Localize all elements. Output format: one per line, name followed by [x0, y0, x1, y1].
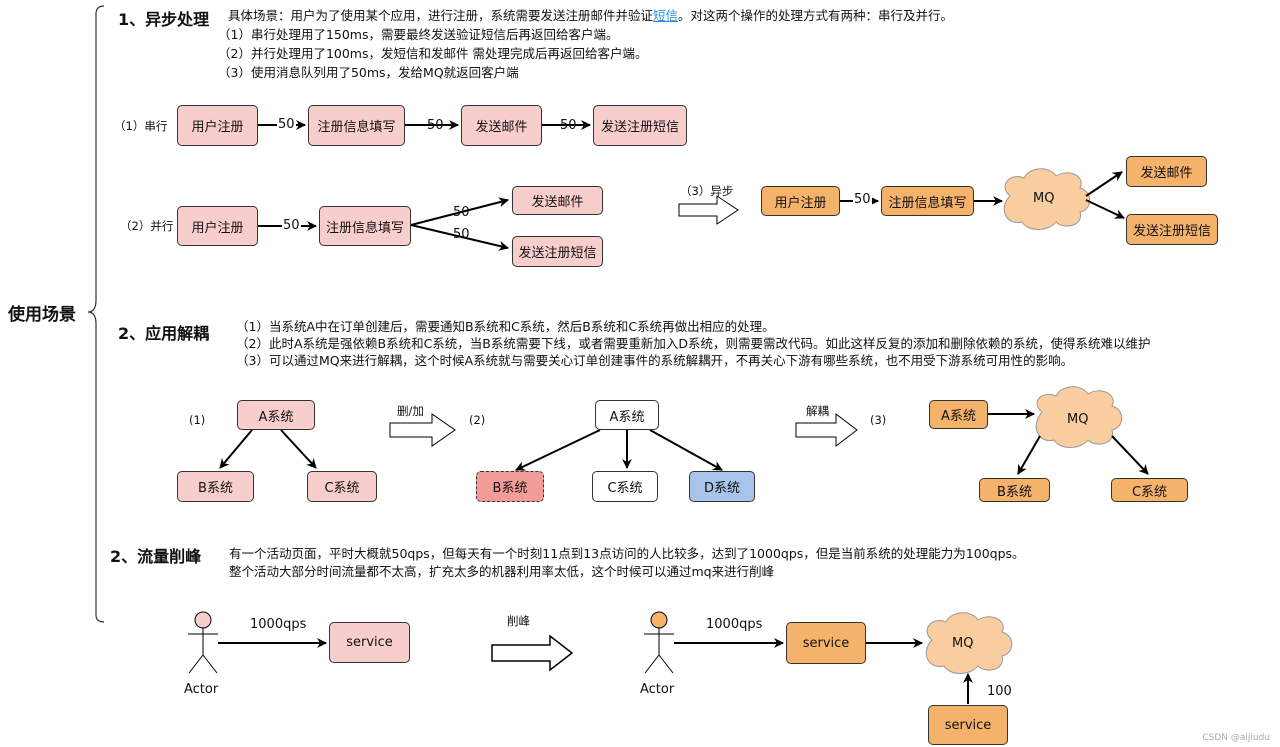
peak-line-2: 整个活动大部分时间流量都不太高，扩充太多的机器利用率太低，这个时候可以通过mq来…	[229, 564, 775, 579]
mq-edge-3	[1085, 171, 1123, 197]
d2-label: (2)	[469, 413, 486, 427]
d3-node-b: B系统	[979, 478, 1050, 502]
async-point-1: （1）串行处理用了150ms，需要最终发送验证短信后再返回给客户端。	[218, 27, 619, 42]
peak-mq: MQ	[952, 636, 974, 651]
d2-node-b: B系统	[476, 471, 544, 502]
d1-label: (1)	[189, 413, 206, 427]
root-title: 使用场景	[8, 305, 76, 325]
parallel-node-send-sms: 发送注册短信	[512, 236, 603, 267]
peak-right-rate: 1000qps	[706, 617, 763, 632]
d1-node-a: A系统	[237, 400, 315, 430]
peak-right-service: service	[786, 622, 866, 664]
peak-section-title: 2、流量削峰	[110, 547, 202, 566]
mq-edge-4	[1085, 199, 1125, 219]
d3-edge-mqb	[1017, 435, 1041, 475]
serial-edge-label-3: 50	[560, 118, 577, 133]
mq-node-fill-info: 注册信息填写	[881, 186, 974, 216]
decouple-point-3: （3）可以通过MQ来进行解耦，这个时候A系统就与需要关心订单创建事件的系统解耦开…	[236, 353, 1074, 368]
actor-right-figure	[644, 611, 674, 674]
decouple-point-1: （1）当系统A中在订单创建后，需要通知B系统和C系统，然后B系统和C系统再做出相…	[236, 319, 775, 334]
mq-node-send-sms: 发送注册短信	[1126, 214, 1218, 245]
parallel-label: （2）并行	[120, 219, 174, 233]
parallel-node-register: 用户注册	[177, 206, 258, 246]
d1-edge-ac	[280, 429, 317, 469]
d2-node-d: D系统	[689, 471, 755, 502]
serial-edge-label-1: 50	[277, 117, 296, 132]
peak-left-rate: 1000qps	[250, 617, 307, 632]
actor-left-figure	[188, 611, 218, 674]
d2-node-c: C系统	[592, 471, 658, 502]
async-mq-label: （3）异步	[680, 184, 734, 198]
mq-node-register: 用户注册	[761, 186, 840, 216]
mq-node-send-email: 发送邮件	[1126, 156, 1207, 187]
parallel-node-fill-info: 注册信息填写	[319, 206, 411, 246]
peak-hollow-arrow	[491, 634, 574, 672]
async-intro-text-2: 。对这两个操作的处理方式有两种：串行及并行。	[678, 8, 954, 23]
peak-left-service: service	[329, 622, 410, 663]
parallel-edge-label-2: 50	[453, 205, 470, 220]
sms-link[interactable]: 短信	[653, 8, 679, 23]
peak-arrow-label: 削峰	[507, 614, 530, 628]
serial-node-send-sms: 发送注册短信	[593, 105, 687, 146]
d1-node-b: B系统	[177, 471, 254, 502]
d3-edge-mqc	[1111, 435, 1149, 475]
d1-edge-ab	[219, 429, 253, 469]
mq-node-mq: MQ	[1033, 191, 1055, 206]
peak-consumer-rate: 100	[987, 684, 1012, 699]
async-point-2: （2）并行处理用了100ms，发短信和发邮件 需处理完成后再返回给客户端。	[218, 46, 648, 61]
d3-label: (3)	[870, 413, 887, 427]
mq-edge-label-1: 50	[853, 192, 872, 207]
d3-node-c: C系统	[1111, 478, 1188, 502]
peak-line-1: 有一个活动页面，平时大概就50qps，但每天有一个时刻11点到13点访问的人比较…	[229, 546, 1025, 561]
serial-node-register: 用户注册	[177, 105, 258, 146]
serial-edge-label-2: 50	[427, 118, 444, 133]
async-point-3: （3）使用消息队列用了50ms，发给MQ就返回客户端	[218, 65, 519, 80]
d2-node-a: A系统	[595, 400, 659, 430]
actor-left-label: Actor	[184, 682, 219, 697]
root-brace	[87, 5, 105, 623]
watermark: CSDN @aijiudu	[1202, 733, 1270, 743]
d1-node-c: C系统	[307, 471, 377, 502]
async-hollow-arrow	[678, 195, 739, 225]
async-intro: 具体场景：用户为了使用某个应用，进行注册，系统需要发送注册邮件并验证短信。对这两…	[228, 7, 953, 25]
d2-arrow-label: 解耦	[806, 404, 829, 418]
d2-edge-ad	[649, 429, 723, 471]
async-intro-text-1: 具体场景：用户为了使用某个应用，进行注册，系统需要发送注册邮件并验证	[228, 8, 654, 23]
serial-node-fill-info: 注册信息填写	[308, 105, 405, 146]
parallel-node-send-email: 发送邮件	[512, 186, 603, 215]
serial-node-send-email: 发送邮件	[461, 105, 542, 146]
actor-right-label: Actor	[640, 682, 675, 697]
async-section-title: 1、异步处理	[118, 10, 210, 29]
d3-node-a: A系统	[929, 400, 988, 429]
decouple-point-2: （2）此时A系统是强依赖B系统和C系统，当B系统需要下线，或者需要重新加入D系统…	[236, 336, 1151, 351]
serial-label: （1）串行	[114, 119, 168, 133]
parallel-edge-label-1: 50	[282, 218, 301, 233]
decouple-section-title: 2、应用解耦	[118, 324, 210, 343]
parallel-edge-label-3: 50	[453, 227, 470, 242]
d2-edge-ab	[515, 429, 601, 471]
d3-node-mq: MQ	[1067, 412, 1089, 427]
peak-consumer-service: service	[928, 705, 1008, 745]
d1-arrow-label: 删/加	[397, 404, 424, 418]
